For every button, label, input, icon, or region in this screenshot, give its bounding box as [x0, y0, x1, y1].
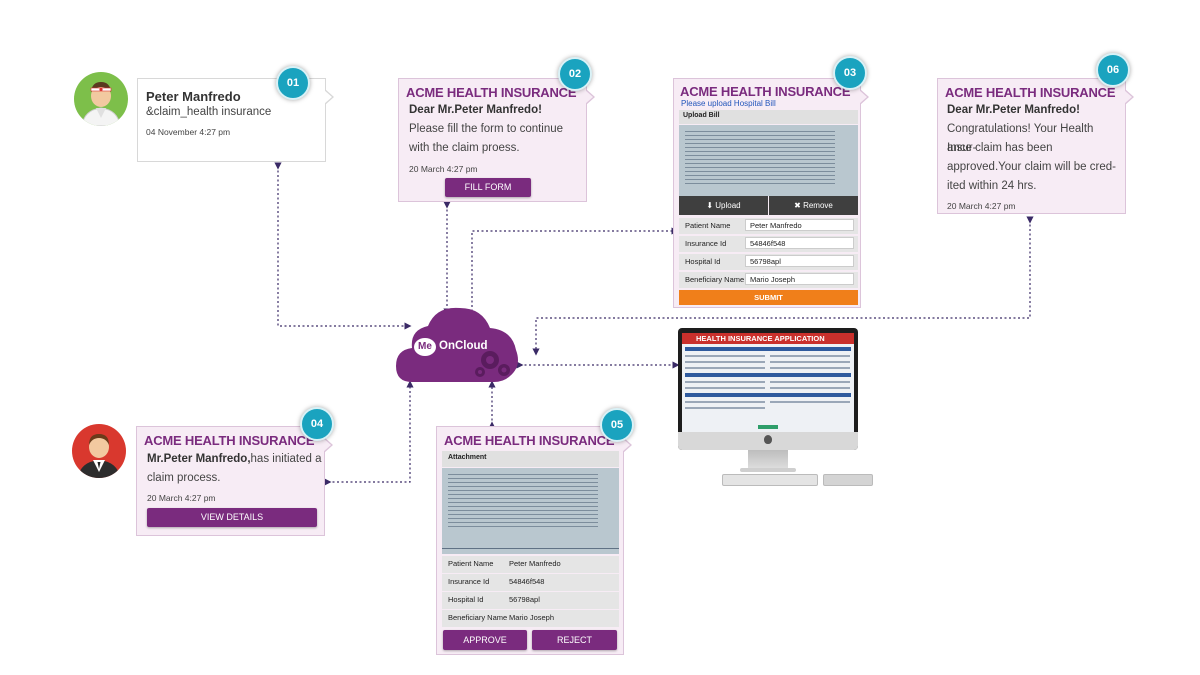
review-beneficiary-name-value: Mario Joseph: [509, 613, 555, 622]
card06-line1: Congratulations! Your Health Insur-: [947, 123, 1094, 154]
user-subtitle: &claim_health insurance: [146, 106, 272, 118]
claim-review-card: ACME HEALTH INSURANCE Attachment Patient…: [436, 426, 632, 655]
review-beneficiary-name-label: Beneficiary Name: [448, 613, 508, 622]
card04-timestamp: 20 March 4:27 pm: [147, 493, 216, 503]
card06-greeting: Dear Mr.Peter Manfredo!: [947, 104, 1080, 116]
review-patient-name-label: Patient Name: [448, 559, 494, 568]
link-01: [274, 162, 412, 330]
upload-section-label: Upload Bill: [683, 112, 720, 119]
monitor-stand: [748, 450, 788, 470]
card06-timestamp: 20 March 4:27 pm: [947, 201, 1016, 211]
approve-button[interactable]: APPROVE: [443, 630, 527, 650]
review-hospital-id-value: 56798apl: [509, 595, 540, 604]
me-oncloud-hub: Me OnCloud: [394, 300, 522, 386]
attachment-section-label: Attachment: [448, 454, 487, 461]
hospital-id-label: Hospital Id: [685, 257, 721, 266]
reject-button[interactable]: REJECT: [532, 630, 617, 650]
user-avatar: [74, 72, 128, 126]
step-badge-06: 06: [1096, 53, 1130, 87]
monitor-screen: HEALTH INSURANCE APPLICATION: [682, 333, 854, 433]
insurance-id-input[interactable]: 54846f548: [745, 237, 854, 249]
trackpad: [823, 474, 873, 486]
card06-line3: approved.Your claim will be cred-: [947, 161, 1116, 173]
application-title: HEALTH INSURANCE APPLICATION: [696, 334, 825, 343]
beneficiary-name-input[interactable]: Mario Joseph: [745, 273, 854, 285]
attachment-bill-image: [442, 468, 619, 554]
view-details-button[interactable]: VIEW DETAILS: [147, 508, 317, 527]
review-patient-name-value: Peter Manfredo: [509, 559, 561, 568]
claim-initiated-card: ACME HEALTH INSURANCE Mr.Peter Manfredo,…: [136, 426, 333, 536]
upload-icon: ⬇: [706, 201, 714, 210]
card04-name: Mr.Peter Manfredo,: [147, 453, 251, 465]
user-timestamp: 04 November 4:27 pm: [146, 127, 231, 137]
card05-title: ACME HEALTH INSURANCE: [444, 433, 615, 448]
card02-greeting: Dear Mr.Peter Manfredo!: [409, 104, 542, 116]
fill-form-card: ACME HEALTH INSURANCE Dear Mr.Peter Manf…: [398, 78, 595, 202]
upload-label: Upload: [715, 201, 741, 210]
card06-line4: ited within 24 hrs.: [947, 180, 1037, 192]
remove-label: Remove: [803, 201, 833, 210]
hospital-bill-image: [679, 125, 858, 196]
card02-line2: with the claim proess.: [409, 142, 520, 154]
user-message-card: Peter Manfredo &claim_health insurance 0…: [137, 78, 334, 162]
card06-title: ACME HEALTH INSURANCE: [945, 85, 1116, 100]
user-name: Peter Manfredo: [146, 89, 241, 104]
card06-line2: ance claim has been: [947, 142, 1053, 154]
beneficiary-name-label: Beneficiary Name: [685, 275, 745, 284]
review-insurance-id-label: Insurance Id: [448, 577, 490, 586]
link-04: [324, 380, 414, 486]
insurance-id-label: Insurance Id: [685, 239, 727, 248]
upload-prompt: Please upload Hospital Bill: [681, 99, 776, 108]
claim-approved-card: ACME HEALTH INSURANCE Dear Mr.Peter Manf…: [937, 78, 1134, 214]
hospital-id-row: Hospital Id 56798apl: [679, 254, 858, 270]
step-badge-02: 02: [558, 57, 592, 91]
patient-name-input[interactable]: Peter Manfredo: [745, 219, 854, 231]
agent-avatar: [72, 424, 126, 478]
fill-form-button[interactable]: FILL FORM: [445, 178, 531, 197]
oncloud-label: OnCloud: [439, 340, 488, 352]
upload-section-header: Upload Bill: [679, 110, 858, 124]
remove-icon: ✖: [794, 201, 801, 210]
review-hospital-id-row: Hospital Id 56798apl: [442, 592, 619, 609]
me-logo-bubble: Me: [414, 338, 436, 356]
patient-name-row: Patient Name Peter Manfredo: [679, 218, 858, 234]
cloud-icon: [396, 307, 518, 382]
keyboard: [722, 474, 818, 486]
insurance-id-row: Insurance Id 54846f548: [679, 236, 858, 252]
card04-title: ACME HEALTH INSURANCE: [144, 433, 315, 448]
card02-line1: Please fill the form to continue: [409, 123, 564, 135]
review-patient-name-row: Patient Name Peter Manfredo: [442, 556, 619, 573]
me-logo-text: Me: [418, 341, 432, 352]
review-beneficiary-name-row: Beneficiary Name Mario Joseph: [442, 610, 619, 627]
card04-line1-text: has initiated a: [250, 453, 322, 465]
card04-line2: claim process.: [147, 472, 221, 484]
review-insurance-id-value: 54846f548: [509, 577, 545, 586]
remove-button[interactable]: ✖ Remove: [769, 196, 858, 215]
hospital-id-input[interactable]: 56798apl: [745, 255, 854, 267]
patient-name-label: Patient Name: [685, 221, 731, 230]
review-insurance-id-row: Insurance Id 54846f548: [442, 574, 619, 591]
apple-logo-icon: [764, 435, 772, 444]
attachment-section-header: Attachment: [442, 451, 619, 467]
application-header: HEALTH INSURANCE APPLICATION: [682, 333, 854, 344]
card02-timestamp: 20 March 4:27 pm: [409, 164, 478, 174]
step-badge-03: 03: [833, 56, 867, 90]
review-hospital-id-label: Hospital Id: [448, 595, 484, 604]
upload-bill-card: ACME HEALTH INSURANCE Please upload Hosp…: [673, 78, 869, 308]
step-badge-05: 05: [600, 408, 634, 442]
step-badge-04: 04: [300, 407, 334, 441]
step-badge-01: 01: [276, 66, 310, 100]
submit-button[interactable]: SUBMIT: [679, 290, 858, 305]
desktop-monitor: HEALTH INSURANCE APPLICATION: [678, 328, 858, 486]
card02-title: ACME HEALTH INSURANCE: [406, 85, 577, 100]
monitor-base: [740, 468, 796, 472]
card04-line1: Mr.Peter Manfredo,has initiated a: [147, 450, 322, 469]
beneficiary-name-row: Beneficiary Name Mario Joseph: [679, 272, 858, 288]
upload-button[interactable]: ⬇ Upload: [679, 196, 768, 215]
card03-title: ACME HEALTH INSURANCE: [680, 84, 851, 99]
